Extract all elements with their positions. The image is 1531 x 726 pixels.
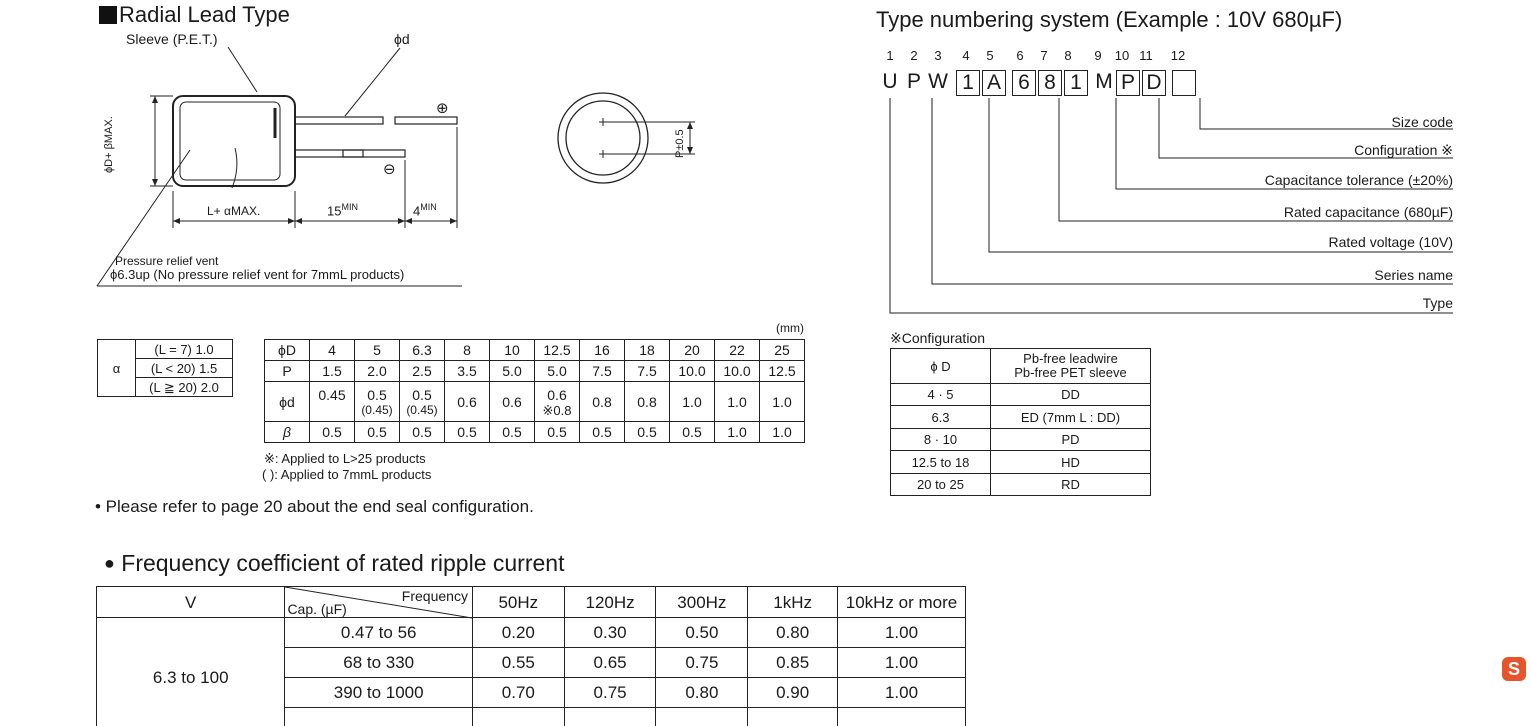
alpha-row: (L < 20) 1.5 — [136, 359, 233, 378]
end-seal-note: • Please refer to page 20 about the end … — [95, 498, 534, 515]
plus-terminal-icon: ⊕ — [436, 101, 449, 116]
alpha-table: α (L = 7) 1.0 (L < 20) 1.5 (L ≧ 20) 2.0 — [97, 339, 233, 397]
table-row: β 0.5 0.5 0.5 0.5 0.5 0.5 0.5 0.5 0.5 1.… — [265, 422, 805, 443]
table-row: P 1.5 2.0 2.5 3.5 5.0 5.0 7.5 7.5 10.0 1… — [265, 361, 805, 382]
table-row: ϕD 4 5 6.3 8 10 12.5 16 18 20 22 25 — [265, 340, 805, 361]
alpha-row: (L = 7) 1.0 — [136, 340, 233, 359]
configuration-title: ※Configuration — [890, 331, 985, 345]
minus-terminal-icon: ⊖ — [383, 162, 396, 177]
label-size-code: Size code — [1392, 115, 1453, 129]
vent-label: Pressure relief vent — [115, 255, 218, 267]
radial-title: Radial Lead Type — [99, 4, 290, 26]
note-7mml: ( ): Applied to 7mmL products — [262, 468, 431, 481]
label-rated-voltage: Rated voltage (10V) — [1328, 235, 1453, 249]
lead-end-label: 4MIN — [413, 203, 437, 217]
table-row: ϕd 0.45 0.5(0.45) 0.5(0.45) 0.6 0.6 0.6※… — [265, 382, 805, 422]
length-dimension-label: L+ αMAX. — [207, 205, 260, 217]
alpha-symbol: α — [98, 340, 136, 397]
ripple-table-wrap: V Frequency Cap. (µF) 50Hz 120Hz 300Hz 1… — [96, 586, 966, 726]
vent-note: ϕ6.3up (No pressure relief vent for 7mmL… — [110, 268, 404, 281]
diameter-dimension-label: ϕD+ βMAX. — [104, 116, 115, 173]
label-configuration: Configuration ※ — [1354, 143, 1453, 157]
ripple-title: ● Frequency coefficient of rated ripple … — [104, 552, 564, 575]
lead-diameter-label: ϕd — [394, 32, 410, 46]
dimension-table: ϕD 4 5 6.3 8 10 12.5 16 18 20 22 25 P 1.… — [264, 339, 805, 443]
note-l25: ※: Applied to L>25 products — [264, 452, 426, 465]
pitch-label: P±0.5 — [675, 129, 686, 158]
unit-label: (mm) — [776, 322, 804, 334]
bullet-icon: ● — [104, 553, 115, 573]
lead-length-label: 15MIN — [327, 203, 358, 217]
label-series-name: Series name — [1374, 268, 1453, 282]
label-rated-capacitance: Rated capacitance (680µF) — [1284, 205, 1453, 219]
type-numbering-title: Type numbering system (Example : 10V 680… — [876, 9, 1342, 31]
sleeve-label: Sleeve (P.E.T.) — [126, 32, 218, 46]
cap-freq-header: Frequency Cap. (µF) — [285, 587, 473, 618]
label-type: Type — [1423, 296, 1453, 310]
alpha-row: (L ≧ 20) 2.0 — [136, 378, 233, 397]
label-capacitance-tolerance: Capacitance tolerance (±20%) — [1265, 173, 1453, 187]
table-row: V Frequency Cap. (µF) 50Hz 120Hz 300Hz 1… — [97, 587, 966, 618]
square-bullet-icon — [99, 6, 117, 24]
ripple-table: V Frequency Cap. (µF) 50Hz 120Hz 300Hz 1… — [96, 586, 966, 726]
app-logo-icon[interactable]: S — [1502, 657, 1526, 681]
